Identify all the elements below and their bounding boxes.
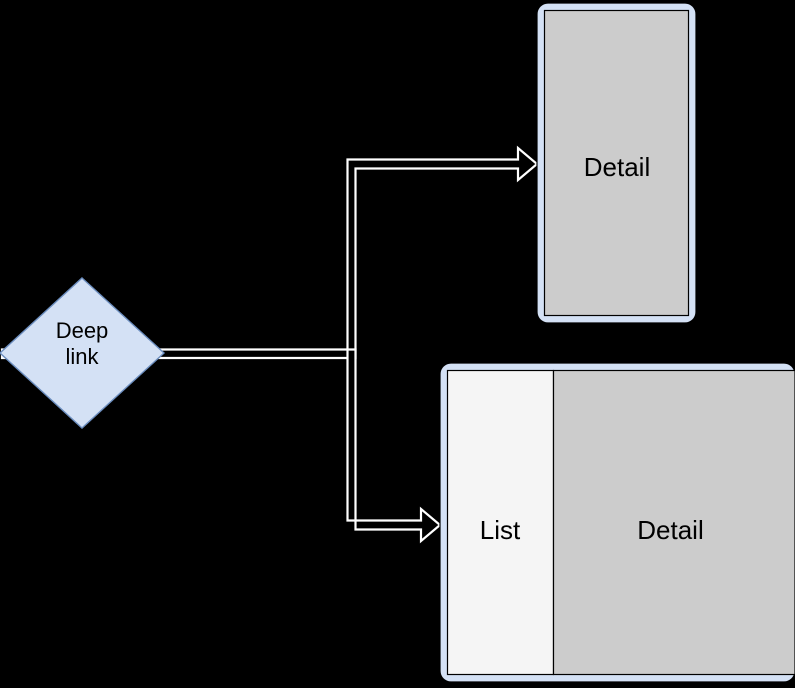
deep-link-diamond-shape	[0, 277, 166, 429]
edge-deep-link-to-list-detail	[348, 350, 441, 542]
node-detail-screen[interactable]	[536, 2, 697, 324]
node-deep-link[interactable]	[0, 277, 166, 429]
node-list-detail-screen[interactable]	[439, 362, 795, 683]
detail-pane-surface[interactable]	[552, 369, 795, 676]
detail-screen-surface	[543, 9, 690, 317]
edge-deep-link-to-detail	[2, 148, 537, 358]
edge-path-to-detail	[2, 148, 537, 358]
edge-path-to-list-detail	[348, 350, 441, 542]
list-pane-surface[interactable]	[446, 369, 555, 676]
